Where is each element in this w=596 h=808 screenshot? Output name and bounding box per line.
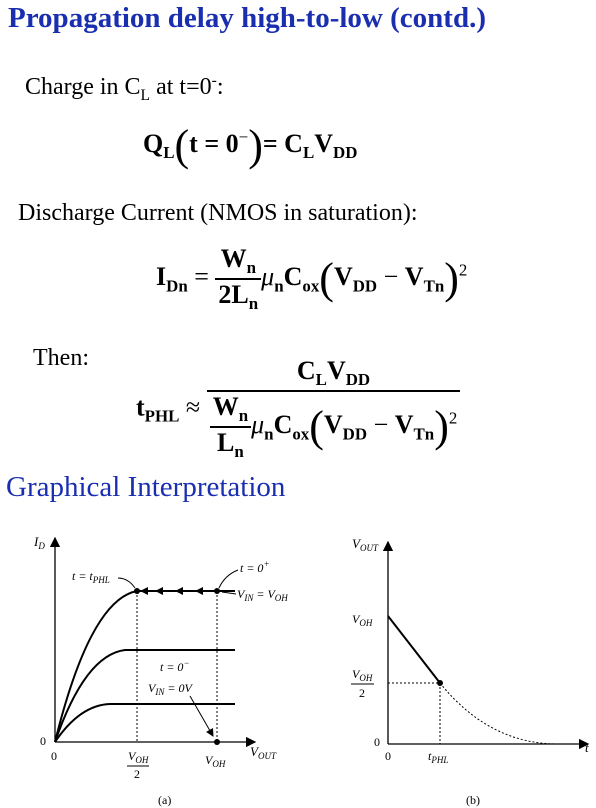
discharge-equation: IDn = Wn 2Ln μnCox(VDD − VTn)2 bbox=[156, 244, 468, 314]
label-vin0: VIN = 0V bbox=[148, 681, 193, 697]
tail-discharge bbox=[439, 682, 561, 745]
x-origin-label: 0 bbox=[51, 749, 57, 763]
label-vin-voh: VIN = VOH bbox=[237, 587, 288, 603]
wn-over-2ln: Wn 2Ln bbox=[215, 244, 262, 314]
caption-b: (b) bbox=[466, 793, 480, 807]
y-origin-label: 0 bbox=[40, 734, 46, 748]
leader-vin0 bbox=[189, 695, 214, 737]
tick-voh: VOH bbox=[205, 753, 226, 769]
tick-voh: VOH bbox=[352, 612, 373, 628]
discharge-label: Discharge Current (NMOS in saturation): bbox=[18, 200, 418, 226]
vout-time-plot: VOUT t VOH VOH 2 0 0 tPHL (b) bbox=[351, 536, 590, 807]
x-axis-label: VOUT bbox=[250, 744, 277, 761]
curve-low bbox=[54, 703, 235, 743]
leader-tphl bbox=[117, 577, 136, 589]
tick-tphl: tPHL bbox=[428, 749, 448, 765]
then-label: Then: bbox=[33, 345, 89, 371]
id-vout-plot: ID VOUT 0 0 t = tPHL t = 0+ VIN = VOH t … bbox=[33, 534, 288, 807]
leader-vin-voh bbox=[221, 591, 237, 595]
linear-discharge bbox=[387, 615, 441, 684]
slide-title: Propagation delay high-to-low (contd.) bbox=[8, 2, 486, 34]
tick-half-num: VOH bbox=[128, 749, 149, 765]
tick-half-den: 2 bbox=[134, 767, 140, 781]
label-t0minus: t = 0− bbox=[160, 658, 190, 674]
curve-high bbox=[54, 590, 235, 743]
graphical-interpretation-heading: Graphical Interpretation bbox=[6, 471, 286, 503]
y-axis-label: ID bbox=[33, 534, 45, 551]
x-origin-label: 0 bbox=[385, 749, 391, 763]
y-axis-label: VOUT bbox=[352, 536, 379, 553]
tick-half-num: VOH bbox=[352, 667, 373, 683]
tick-half-den: 2 bbox=[359, 686, 365, 700]
curve-mid bbox=[54, 649, 235, 743]
charge-equation: QL(t = 0−)= CLVDD bbox=[143, 121, 358, 170]
x-axis-label: t bbox=[585, 740, 589, 755]
label-tphl: t = tPHL bbox=[72, 569, 110, 585]
point-t0minus bbox=[214, 739, 220, 745]
label-t0plus: t = 0+ bbox=[240, 559, 270, 575]
caption-a: (a) bbox=[158, 793, 171, 807]
y-origin-label: 0 bbox=[374, 735, 380, 749]
leader-t0plus bbox=[218, 569, 239, 589]
charge-label: Charge in CL at t=0-: bbox=[25, 72, 224, 104]
